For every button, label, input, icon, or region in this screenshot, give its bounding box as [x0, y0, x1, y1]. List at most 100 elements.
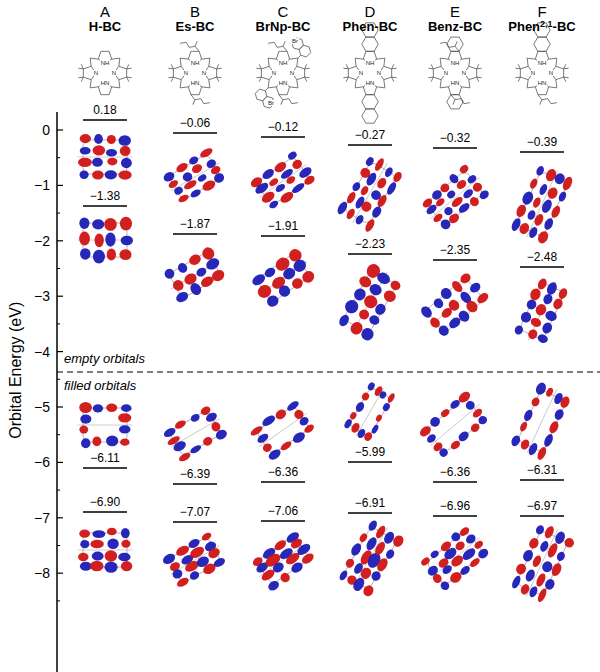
molecule-bond	[127, 64, 129, 69]
molecule-bond	[180, 80, 188, 88]
orbital-lobe	[389, 279, 402, 292]
molecule-bond	[283, 41, 285, 46]
orbital-lobe	[105, 232, 115, 246]
orbital-lobe	[199, 146, 214, 159]
orbital-lobe	[95, 233, 104, 247]
orbital-lobe	[201, 435, 213, 447]
orbital-lobe	[119, 425, 130, 433]
molecule-bond	[346, 77, 348, 82]
molecule-skeleton	[78, 550, 133, 551]
molecule-bond	[268, 80, 276, 88]
compound-name: BrNp-BC	[256, 20, 311, 35]
compound-name-group: Phen2,1-BC	[508, 20, 575, 35]
orbital-lobe	[107, 249, 116, 261]
molecule-bond	[78, 77, 83, 79]
axis-minor-tick	[57, 545, 60, 546]
orbital-lobe	[290, 181, 306, 195]
orbital-lobe	[545, 387, 554, 398]
orbital-lobe	[92, 158, 103, 167]
orbital-lobe	[94, 134, 103, 144]
energy-axis	[57, 112, 63, 672]
molecule-bond	[343, 77, 348, 79]
orbital-lobe	[105, 170, 117, 179]
orbital-lobe	[541, 321, 554, 335]
atom-label: HN	[537, 80, 548, 86]
orbital-lobe	[79, 217, 89, 229]
energy-level	[348, 253, 392, 255]
orbital-lobe	[457, 430, 471, 444]
orbital-lobe	[468, 556, 481, 568]
orbital-lobe	[175, 576, 190, 589]
molecule-bond	[195, 41, 197, 46]
molecule-bond	[564, 77, 566, 82]
energy-level	[433, 481, 477, 483]
orbital-picture	[342, 380, 397, 444]
orbital-lobe	[464, 399, 477, 411]
orbital-lobe	[519, 421, 529, 433]
molecule-bond	[81, 64, 83, 69]
molecule-bond	[362, 109, 378, 123]
energy-value: −7.06	[268, 505, 298, 519]
molecule-bond	[217, 64, 219, 69]
orbital-lobe	[214, 428, 229, 442]
molecule-bond	[180, 42, 199, 51]
orbital-lobe	[92, 219, 104, 229]
molecule-structure	[168, 41, 221, 104]
axis-tick	[57, 573, 63, 574]
panel-letter: A	[100, 3, 110, 20]
orbital-lobe	[544, 309, 559, 323]
molecule-skeleton	[256, 405, 310, 455]
orbital-lobe	[527, 442, 539, 457]
atom-label: NH	[365, 60, 376, 66]
molecule-bond	[268, 42, 287, 51]
orbital-lobe	[118, 171, 131, 180]
molecule-bond	[527, 80, 535, 88]
orbital-lobe	[543, 578, 556, 592]
orbital-lobe	[349, 411, 358, 421]
orbital-lobe	[370, 424, 379, 435]
energy-level	[83, 467, 127, 469]
molecule-bond	[346, 64, 348, 69]
energy-value: −5.99	[355, 446, 385, 460]
orbital-lobe	[360, 200, 374, 214]
orbital-lobe	[454, 540, 467, 553]
energy-value: −1.38	[90, 190, 120, 204]
molecule-bond	[292, 38, 304, 50]
atom-label: HN	[190, 80, 201, 86]
molecule-bond	[518, 64, 520, 69]
orbital-lobe	[121, 158, 132, 168]
orbital-lobe	[364, 171, 378, 187]
energy-level	[261, 136, 305, 138]
atom-label: NH	[537, 60, 548, 66]
molecule-bond	[299, 45, 311, 57]
molecule-bond	[362, 95, 378, 109]
orbital-lobe	[363, 218, 376, 233]
orbital-lobe	[178, 451, 192, 463]
molecule-skeleton	[516, 530, 568, 596]
orbital-lobe	[120, 146, 131, 156]
energy-level	[173, 521, 217, 523]
energy-value: −0.06	[180, 117, 210, 131]
atom-label: N	[289, 70, 295, 76]
orbital-lobe	[266, 579, 280, 593]
orbital-lobe	[375, 556, 390, 573]
compound-superscript: 2,1	[540, 19, 553, 29]
molecule-bond	[217, 77, 219, 82]
orbital-lobe	[432, 297, 445, 310]
atom-label: HN	[365, 80, 376, 86]
panel-letter: B	[190, 3, 200, 20]
orbital-lobe	[78, 158, 92, 167]
orbital-lobe	[373, 540, 387, 557]
molecule-bond	[453, 100, 455, 105]
molecule-bond	[540, 100, 542, 105]
orbital-lobe	[514, 562, 527, 576]
energy-value: −6.31	[527, 464, 557, 478]
orbital-lobe	[106, 435, 118, 446]
molecule-bond	[171, 77, 173, 82]
orbital-lobe	[105, 550, 118, 561]
orbital-lobe	[447, 298, 462, 313]
orbital-lobe	[279, 440, 293, 452]
molecule-bond	[279, 95, 298, 104]
orbital-lobe	[382, 402, 392, 412]
